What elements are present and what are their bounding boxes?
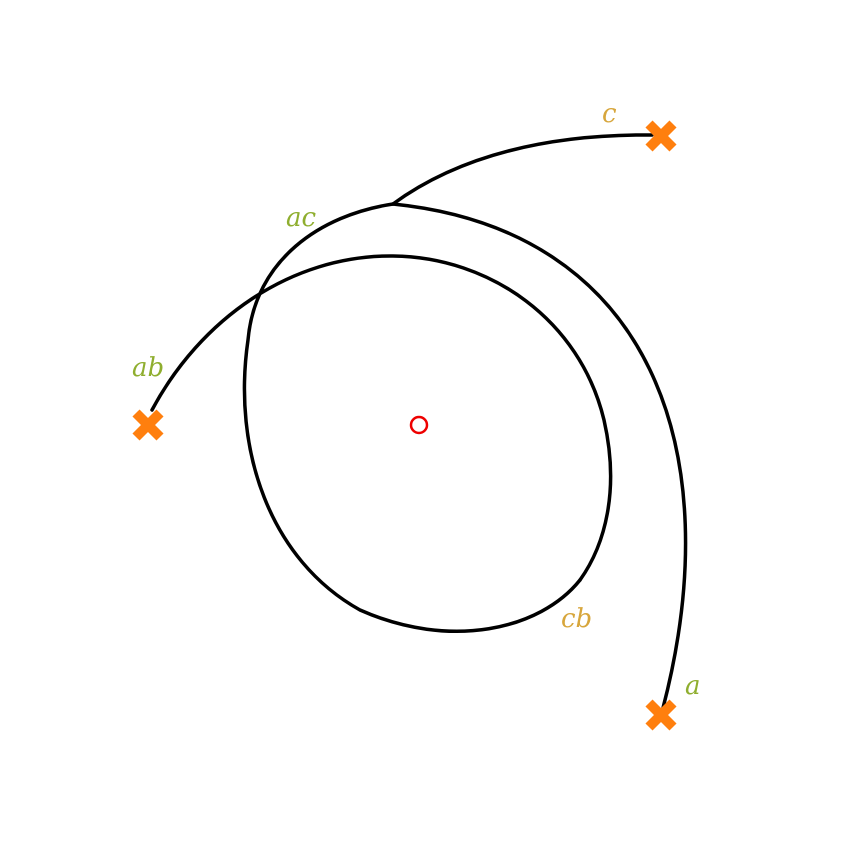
open-circle-icon <box>409 415 429 435</box>
marker-c <box>645 120 677 152</box>
cross-marker-icon <box>645 699 677 731</box>
curve-ab-to-cb-arc <box>150 254 613 582</box>
label-c: c <box>602 99 617 129</box>
label-cb: cb <box>561 604 592 634</box>
cross-marker-icon <box>645 120 677 152</box>
curve-a-to-ac <box>391 202 688 710</box>
curve-ac-to-cb-loop <box>242 202 582 634</box>
curve-ac-to-c <box>391 133 654 206</box>
label-ab: ab <box>132 353 164 383</box>
cross-marker-icon <box>132 409 164 441</box>
label-ac: ac <box>286 203 317 233</box>
marker-a <box>645 699 677 731</box>
marker-ab <box>132 409 164 441</box>
label-a: a <box>685 671 701 701</box>
